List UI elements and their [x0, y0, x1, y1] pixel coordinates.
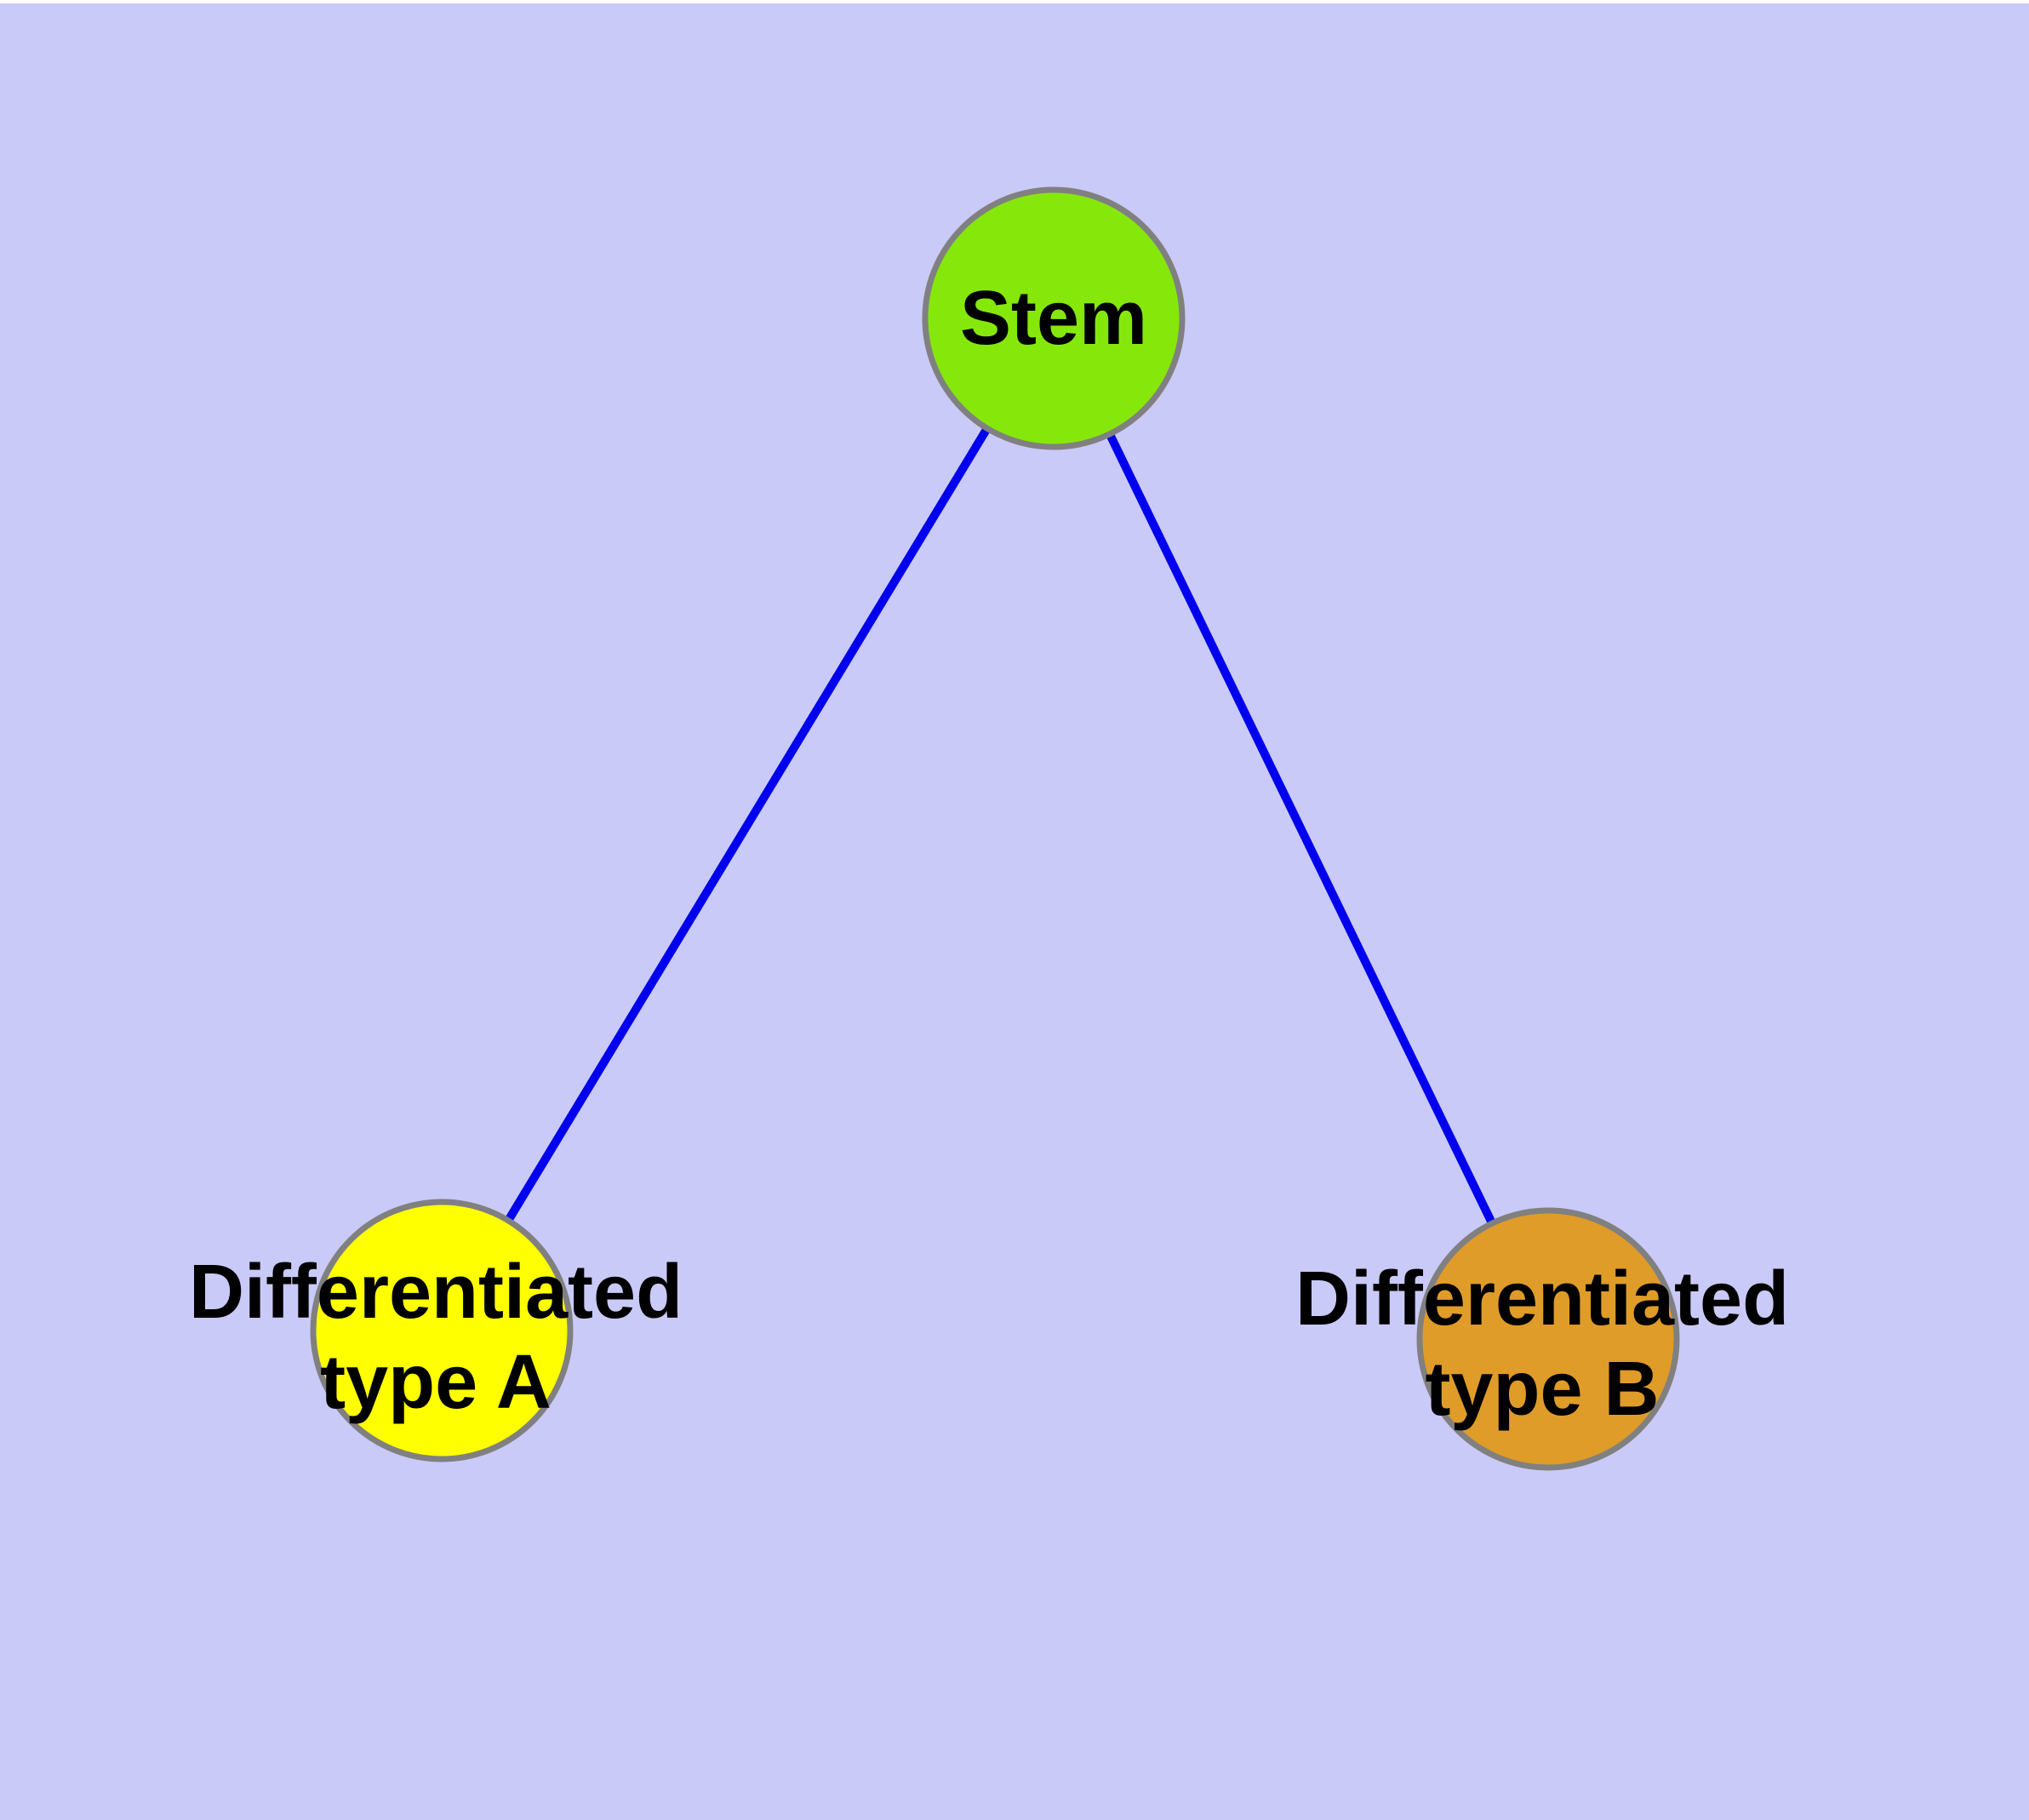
edge-stem-to-type-a [437, 316, 1058, 1333]
node-type-a-circle [310, 1199, 574, 1462]
node-type-b-label-line2: type B [1425, 1347, 1660, 1432]
node-type-b-label-line1: Differentiated [1295, 1256, 1790, 1342]
node-stem-circle [922, 186, 1186, 450]
node-type-b-circle [1416, 1207, 1680, 1471]
edge-stem-to-type-b [1049, 316, 1552, 1342]
node-type-a-label: Differentiated type A [189, 1247, 683, 1428]
node-type-a-label-line1: Differentiated [188, 1250, 683, 1335]
node-type-b-label: Differentiated type B [1295, 1254, 1789, 1434]
node-stem-label: Stem [959, 276, 1148, 361]
node-type-a-label-line2: type A [320, 1340, 552, 1425]
top-white-strip [0, 0, 2029, 3]
